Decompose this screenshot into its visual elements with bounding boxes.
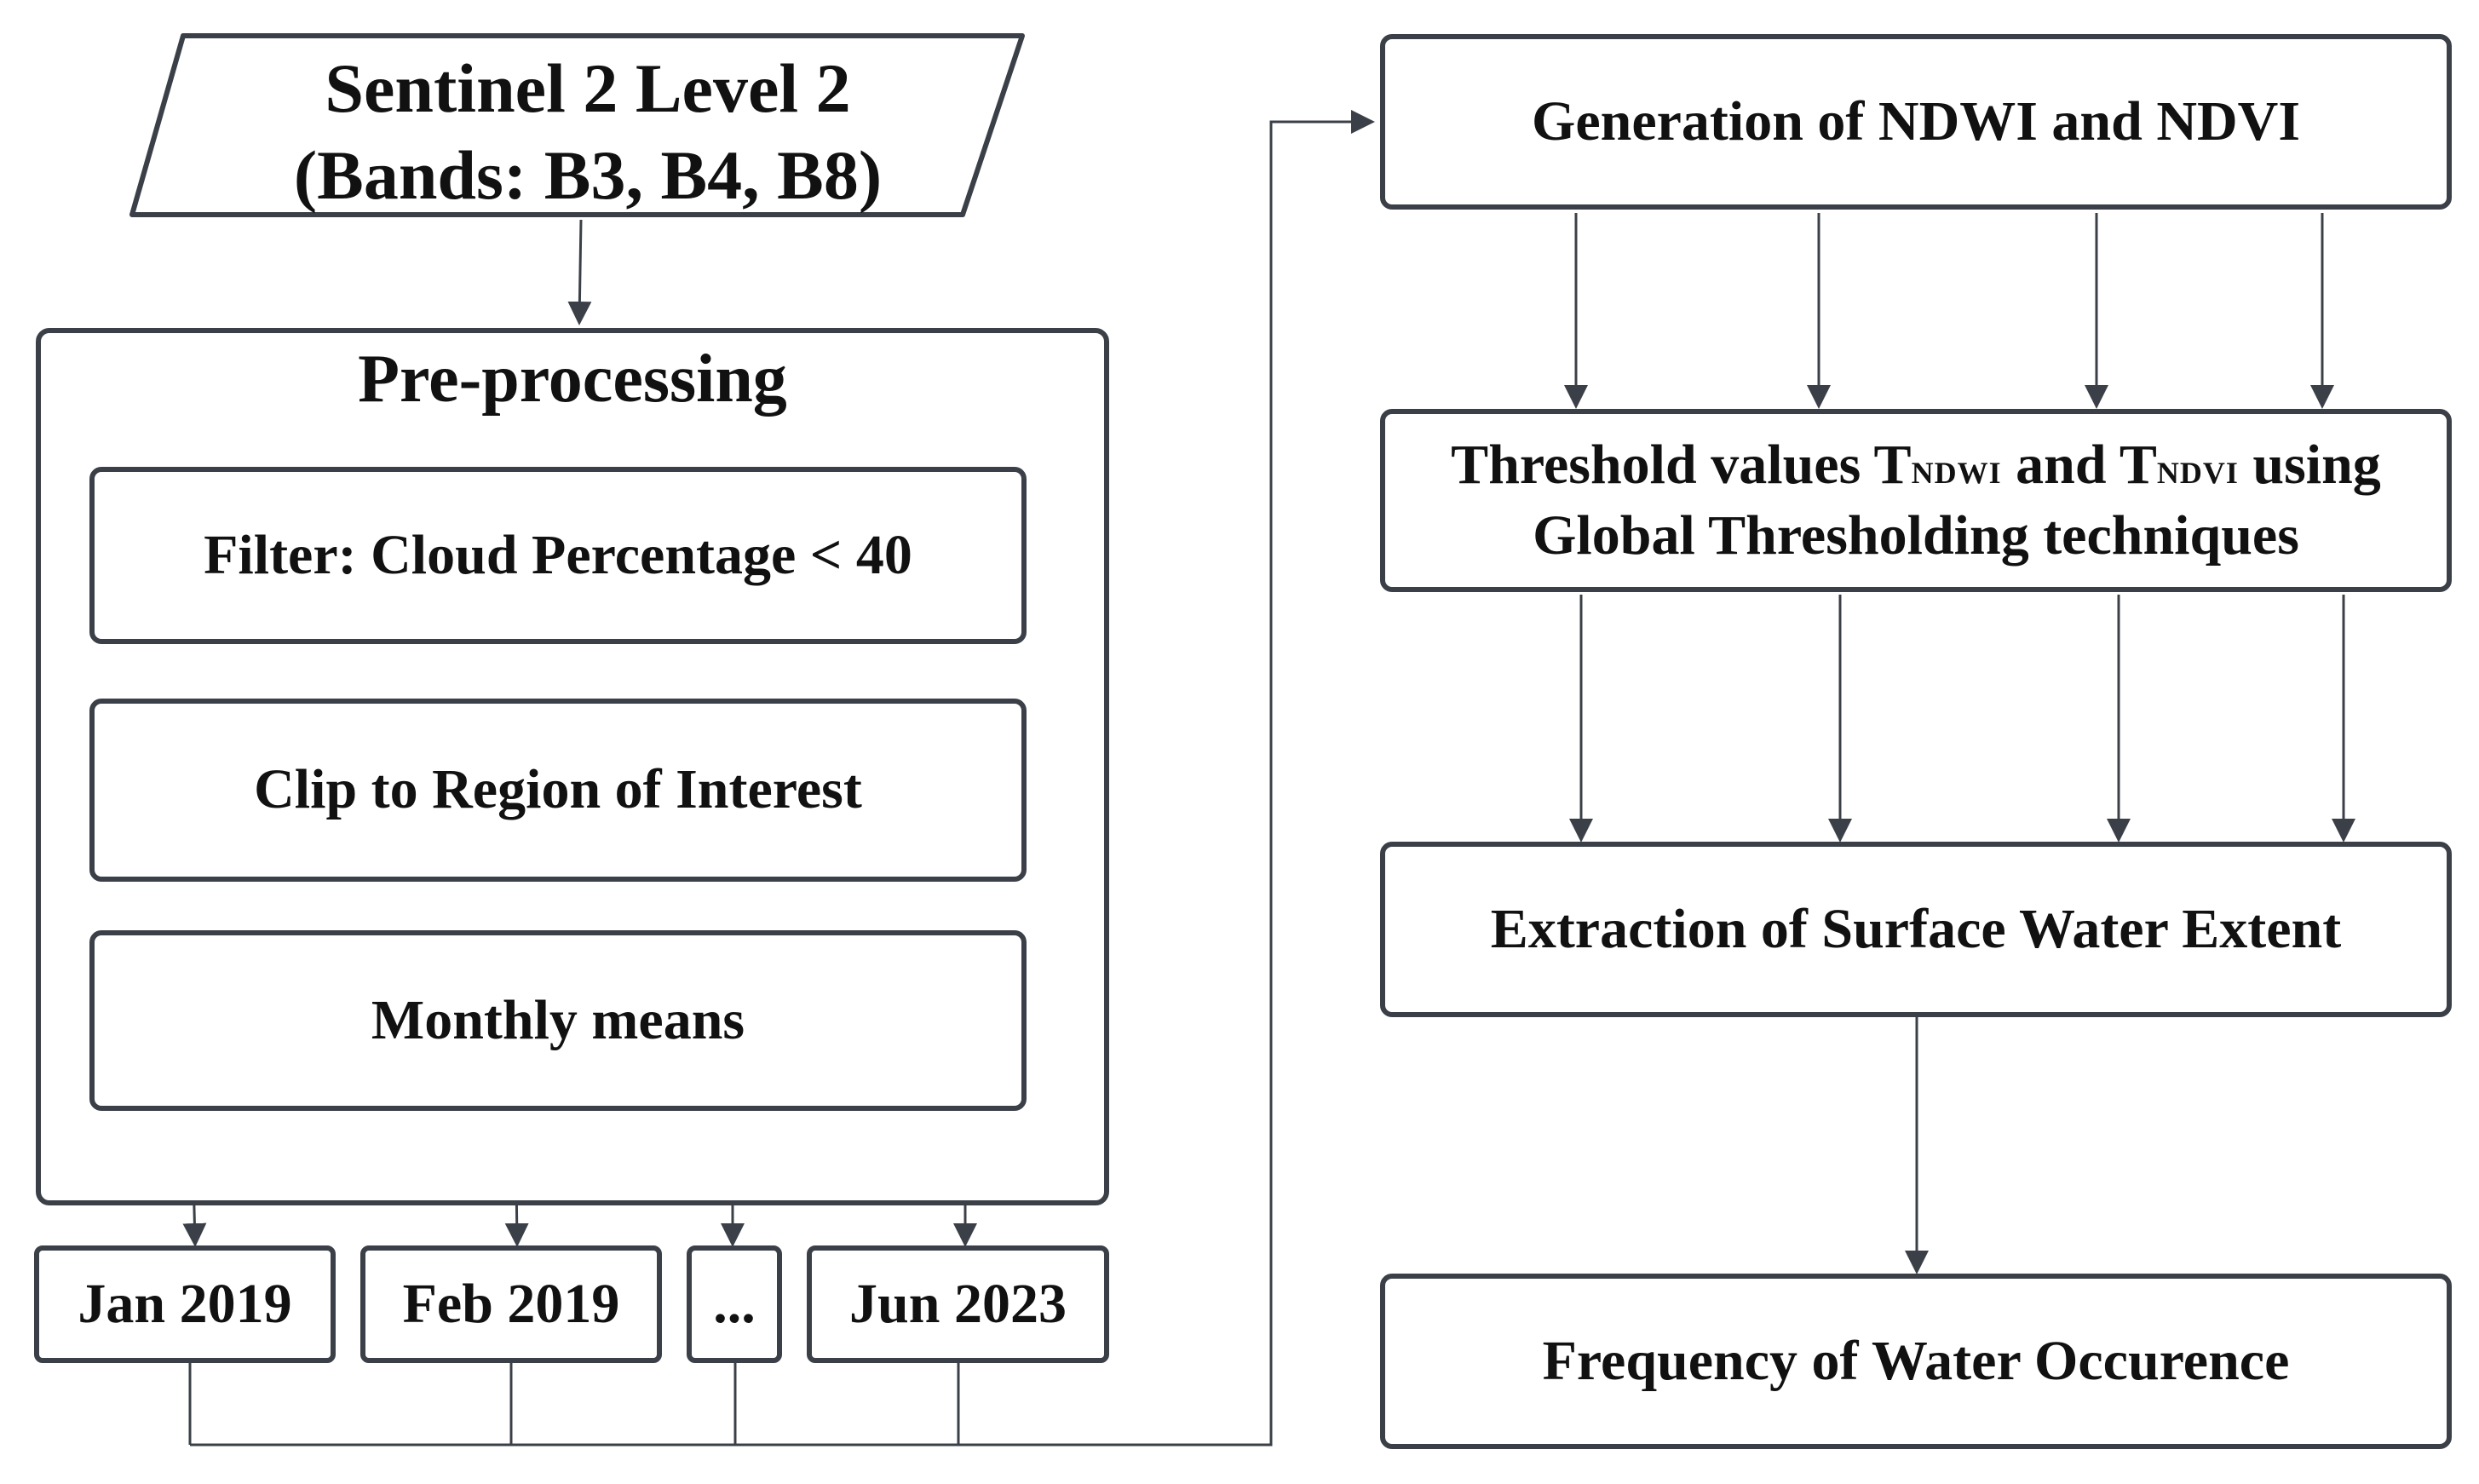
source-label: Sentinel 2 Level 2 (Bands: B3, B4, B8): [162, 34, 1014, 230]
threshold-line2: Global Thresholding techniques: [1533, 503, 2299, 567]
threshold-values: Threshold values TNDWI and TNDVI using G…: [1380, 409, 2452, 592]
month-feb-2019: Feb 2019: [360, 1245, 662, 1363]
threshold-text-a: Threshold values T: [1451, 434, 1912, 496]
step-filter-cloud: Filter: Cloud Percentage < 40: [89, 467, 1027, 644]
threshold-text-c: using: [2238, 434, 2381, 496]
threshold-line1: Threshold values TNDWI and TNDVI using: [1451, 430, 2381, 501]
step-clip-roi: Clip to Region of Interest: [89, 699, 1027, 882]
extraction-surface-water: Extraction of Surface Water Extent: [1380, 842, 2452, 1017]
source-parallelogram: [129, 33, 1025, 217]
generation-ndwi-ndvi: Generation of NDWI and NDVI: [1380, 34, 2452, 210]
months-to-generation-connector: [188, 122, 1372, 1447]
month-jun-2023: Jun 2023: [807, 1245, 1109, 1363]
source-line2: (Bands: B3, B4, B8): [293, 136, 883, 214]
step-monthly-means: Monthly means: [89, 930, 1027, 1111]
frequency-water-occurrence: Frequency of Water Occurence: [1380, 1274, 2452, 1449]
arrow-source-to-preprocessing: [567, 219, 592, 325]
threshold-sub-ndvi: NDVI: [2156, 456, 2239, 490]
preprocessing-title: Pre-processing: [358, 342, 787, 417]
source-line1: Sentinel 2 Level 2: [325, 49, 851, 127]
threshold-sub-ndwi: NDWI: [1911, 456, 2002, 490]
month-jan-2019: Jan 2019: [34, 1245, 336, 1363]
month-ellipsis: ...: [687, 1245, 782, 1363]
threshold-text-b: and T: [2001, 434, 2157, 496]
